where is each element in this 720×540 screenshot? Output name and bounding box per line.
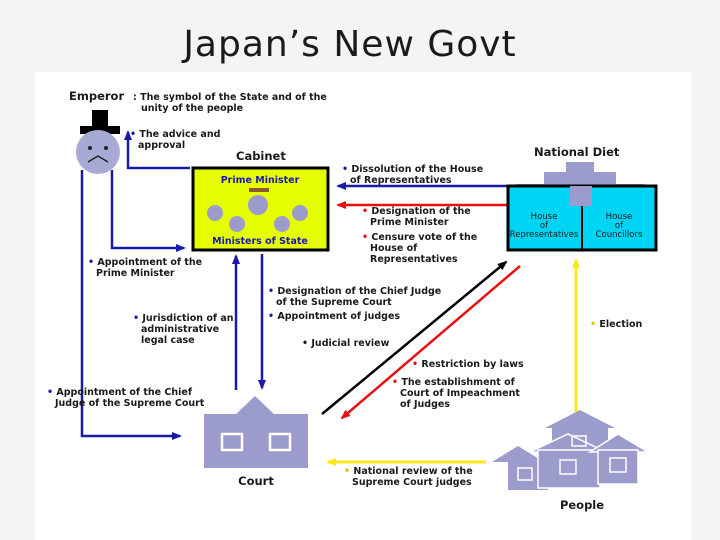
arrow-court-to-diet <box>321 260 508 415</box>
jurisdiction-label-line-2: administrative <box>141 324 219 335</box>
dissolution-label-line-2: of Representatives <box>350 175 452 186</box>
national-diet-label: National Diet <box>534 145 620 159</box>
advice-label-line-1: • The advice and <box>130 129 220 140</box>
censure-label-line-3: Representatives <box>370 254 458 265</box>
arrow-cabinet-to-emperor <box>124 130 190 170</box>
emperor-icon <box>76 110 120 174</box>
designation-pm-label-line-1: • Designation of the <box>362 206 471 217</box>
appointment-chief-label-line-2: Judge of the Supreme Court <box>54 398 205 409</box>
censure-label-line-1: • Censure vote of the <box>362 232 477 243</box>
court-label: Court <box>238 474 274 488</box>
national-review-label-line-2: Supreme Court judges <box>352 477 472 488</box>
arrow-appointment-chief-judge <box>80 170 182 440</box>
jurisdiction-label-line-3: legal case <box>141 335 195 346</box>
emperor-desc-line-1: : The symbol of the State and of the <box>133 92 327 103</box>
cabinet-faces-icon <box>207 188 308 232</box>
cabinet-label: Cabinet <box>236 149 286 163</box>
prime-minister-label: Prime Minister <box>221 175 300 186</box>
appointment-pm-label-line-1: • Appointment of the <box>88 257 202 268</box>
impeachment-label-line-3: of Judges <box>400 399 450 410</box>
house-of-councillors-line-1: House <box>606 212 633 222</box>
advice-label-line-2: approval <box>138 140 185 151</box>
slide-title: Japan’s New Govt <box>183 24 517 65</box>
impeachment-label-line-1: • The establishment of <box>392 377 516 388</box>
designation-chief-label-line-1: • Designation of the Chief Judge <box>268 286 441 297</box>
national-diet-building <box>506 162 658 252</box>
dissolution-label-line-1: • Dissolution of the House <box>342 164 483 175</box>
house-of-representatives-line-1: House <box>531 212 558 222</box>
election-label: • Election <box>590 319 643 330</box>
house-of-councillors-line-2: of <box>615 221 624 231</box>
jurisdiction-label-line-1: • Jurisdiction of an <box>133 313 234 324</box>
people-label: People <box>560 498 604 512</box>
people-houses-icon <box>492 410 651 490</box>
ministers-of-state-label: Ministers of State <box>212 236 308 247</box>
designation-pm-label-line-2: Prime Minister <box>370 217 449 228</box>
emperor-desc-line-2: unity of the people <box>141 103 243 114</box>
court-building-icon <box>204 396 308 468</box>
impeachment-label-line-2: Court of Impeachment <box>400 388 520 399</box>
arrow-diet-to-court <box>340 265 521 420</box>
judicial-review-label: • Judicial review <box>302 338 390 349</box>
appointment-chief-label-line-1: • Appointment of the Chief <box>47 387 193 398</box>
censure-label-line-2: House of <box>370 243 418 254</box>
emperor-label: Emperor <box>69 89 124 103</box>
house-of-councillors-line-3: Councillors <box>596 230 643 240</box>
restriction-label: • Restriction by laws <box>412 359 524 370</box>
national-review-label-line-1: • National review of the <box>344 466 473 477</box>
house-of-representatives-line-3: Representatives <box>510 230 579 240</box>
appointment-pm-label-line-2: Prime Minister <box>96 268 175 279</box>
arrow-emperor-appoints-pm <box>110 170 186 252</box>
designation-chief-label-line-2: of the Supreme Court <box>276 297 392 308</box>
appointment-judges-label: • Appointment of judges <box>268 311 400 322</box>
house-of-representatives-line-2: of <box>540 221 549 231</box>
